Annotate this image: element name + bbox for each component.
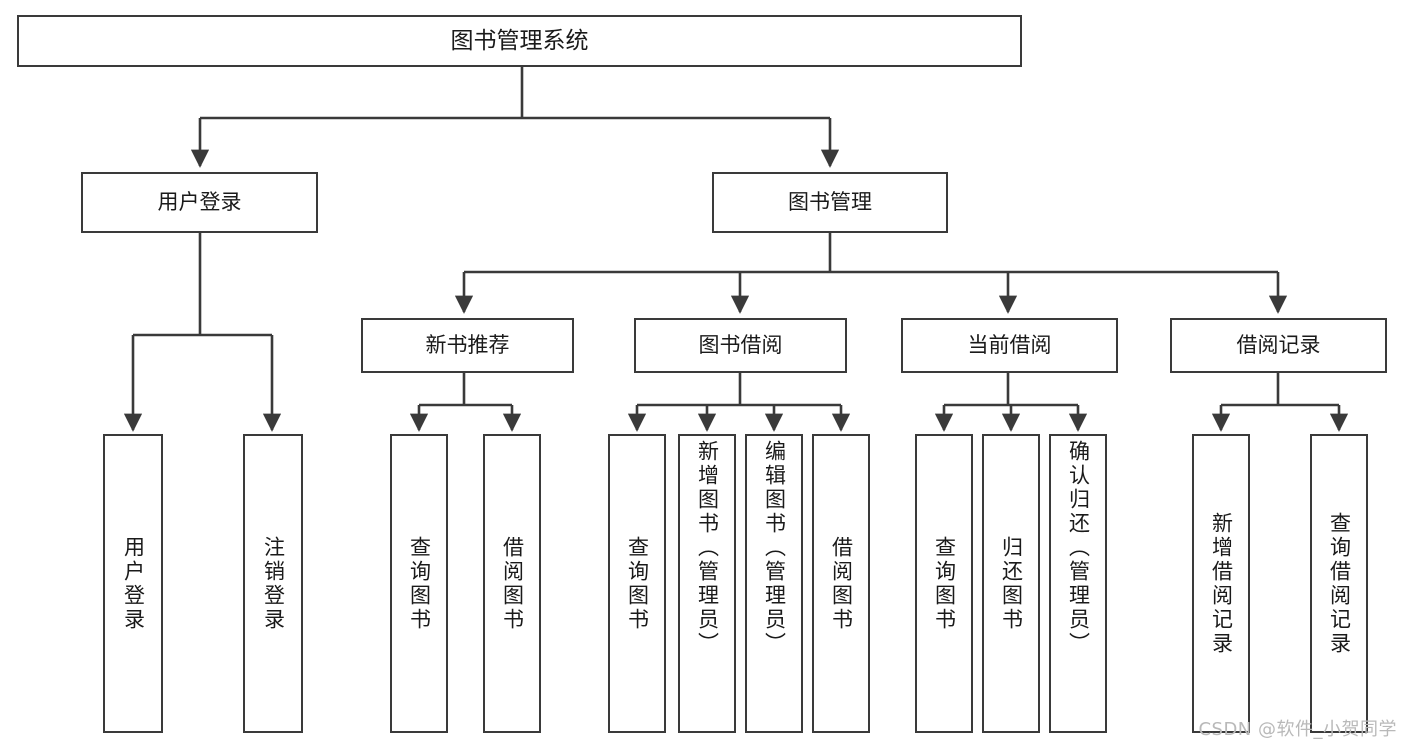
leaf-borrow-borrow-book-label: 借阅图书 [829, 535, 854, 632]
leaf-borrow-edit-book[interactable]: 编辑图书（管理员） [745, 434, 803, 733]
node-book-management-label: 图书管理 [788, 190, 872, 215]
node-new-book-recommend-label: 新书推荐 [425, 333, 510, 358]
leaf-user-login-login-label: 用户登录 [121, 535, 146, 632]
leaf-user-login-logout[interactable]: 注销登录 [243, 434, 303, 733]
node-current-borrow-label: 当前借阅 [967, 333, 1052, 358]
node-user-login[interactable]: 用户登录 [81, 172, 318, 233]
node-new-book-recommend[interactable]: 新书推荐 [361, 318, 574, 373]
leaf-new-book-query[interactable]: 查询图书 [390, 434, 448, 733]
leaf-current-confirm-return[interactable]: 确认归还（管理员） [1049, 434, 1107, 733]
leaf-borrow-add-book-label: 新增图书（管理员） [695, 440, 720, 656]
leaf-borrow-query-book-label: 查询图书 [625, 535, 650, 632]
leaf-record-query-record-label: 查询借阅记录 [1327, 511, 1352, 656]
leaf-user-login-login[interactable]: 用户登录 [103, 434, 163, 733]
leaf-borrow-borrow-book[interactable]: 借阅图书 [812, 434, 870, 733]
leaf-current-return-book-label: 归还图书 [999, 535, 1024, 632]
node-root-label: 图书管理系统 [450, 27, 589, 54]
leaf-new-book-borrow[interactable]: 借阅图书 [483, 434, 541, 733]
node-borrow-record-label: 借阅记录 [1236, 333, 1321, 358]
leaf-borrow-query-book[interactable]: 查询图书 [608, 434, 666, 733]
node-root[interactable]: 图书管理系统 [17, 15, 1022, 67]
leaf-record-add-record-label: 新增借阅记录 [1209, 511, 1234, 656]
leaf-current-return-book[interactable]: 归还图书 [982, 434, 1040, 733]
leaf-current-confirm-return-label: 确认归还（管理员） [1066, 440, 1091, 656]
leaf-borrow-edit-book-label: 编辑图书（管理员） [762, 440, 787, 656]
leaf-record-query-record[interactable]: 查询借阅记录 [1310, 434, 1368, 733]
node-user-login-label: 用户登录 [157, 190, 242, 215]
leaf-user-login-logout-label: 注销登录 [261, 535, 286, 632]
leaf-current-query-book-label: 查询图书 [932, 535, 957, 632]
node-current-borrow[interactable]: 当前借阅 [901, 318, 1118, 373]
node-book-management[interactable]: 图书管理 [712, 172, 948, 233]
leaf-borrow-add-book[interactable]: 新增图书（管理员） [678, 434, 736, 733]
leaf-record-add-record[interactable]: 新增借阅记录 [1192, 434, 1250, 733]
leaf-current-query-book[interactable]: 查询图书 [915, 434, 973, 733]
leaf-new-book-query-label: 查询图书 [407, 535, 432, 632]
node-book-borrow-label: 图书借阅 [698, 333, 783, 358]
node-borrow-record[interactable]: 借阅记录 [1170, 318, 1387, 373]
leaf-new-book-borrow-label: 借阅图书 [500, 535, 525, 632]
node-book-borrow[interactable]: 图书借阅 [634, 318, 847, 373]
